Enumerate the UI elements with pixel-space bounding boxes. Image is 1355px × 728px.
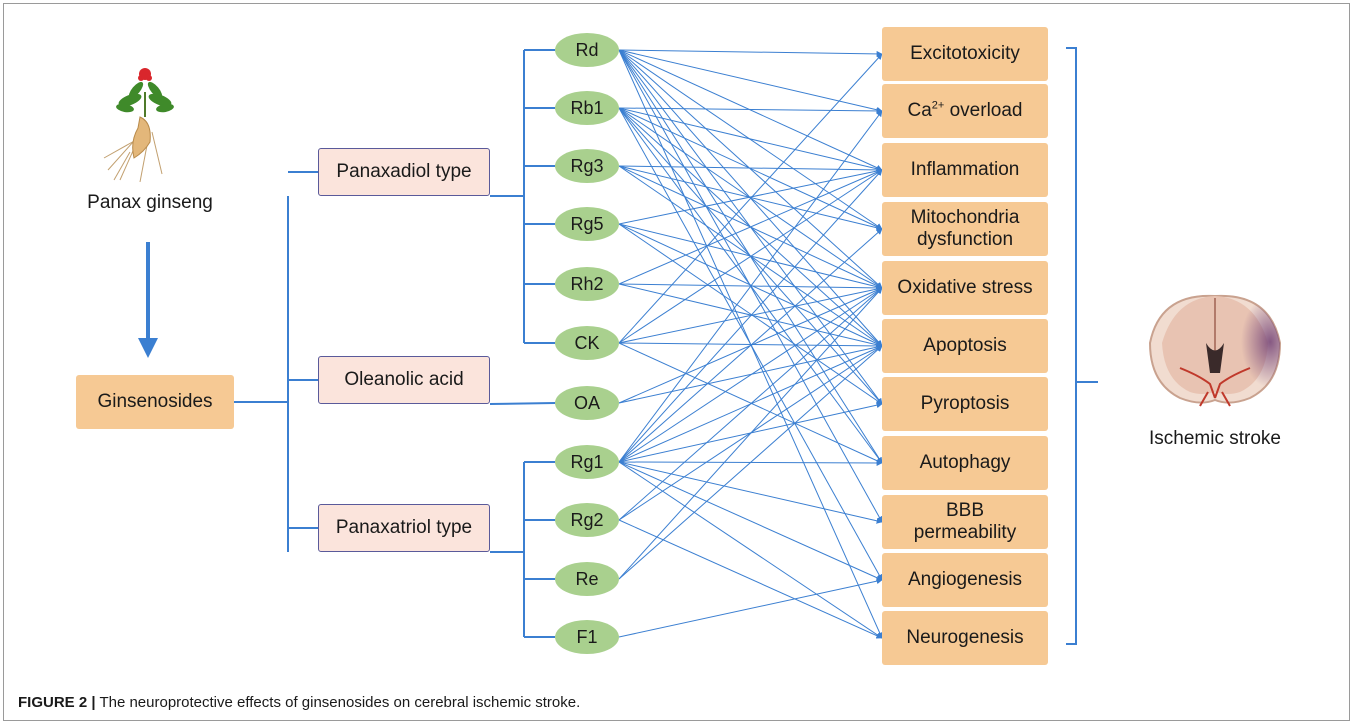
compound-ck: CK <box>555 326 619 360</box>
figure-frame <box>3 3 1350 721</box>
link-ck-8 <box>618 342 883 464</box>
link-rh2-3 <box>618 169 883 285</box>
brain-section-image <box>1140 288 1290 418</box>
root-node: Ginsenosides <box>76 375 234 429</box>
effect-11: Neurogenesis <box>882 611 1048 665</box>
caption-label: FIGURE 2 | <box>18 694 96 711</box>
link-rg1-5 <box>618 287 883 463</box>
compound-rd: Rd <box>555 33 619 67</box>
figure-caption: FIGURE 2 | The neuroprotective effects o… <box>18 694 580 711</box>
compound-rg1: Rg1 <box>555 445 619 479</box>
effect-8: Autophagy <box>882 436 1048 490</box>
source-label: Panax ginseng <box>87 192 213 214</box>
compound-re: Re <box>555 562 619 596</box>
effect-5: Oxidative stress <box>882 261 1048 315</box>
compound-rh2: Rh2 <box>555 267 619 301</box>
link-re-5 <box>618 287 883 580</box>
outcome-label: Ischemic stroke <box>1149 428 1281 450</box>
link-ck-1 <box>618 53 883 344</box>
ginseng-root-image <box>100 62 190 183</box>
link-rg1-4 <box>618 228 883 463</box>
link-ck-3 <box>618 169 883 344</box>
effect-3: Inflammation <box>882 143 1048 197</box>
compound-rg5: Rg5 <box>555 207 619 241</box>
link-f1-10 <box>618 578 883 638</box>
effect-6: Apoptosis <box>882 319 1048 373</box>
effect-1: Excitotoxicity <box>882 27 1048 81</box>
link-rg5-7 <box>618 223 883 405</box>
compound-oa: OA <box>555 386 619 420</box>
link-ck-6 <box>618 342 883 349</box>
link-rg1-2 <box>618 110 883 463</box>
caption-text: The neuroprotective effects of ginsenosi… <box>95 694 581 711</box>
tree-lines <box>234 47 1098 645</box>
link-rb1-3 <box>618 107 883 172</box>
link-rg2-11 <box>618 519 883 639</box>
link-rg1-3 <box>618 169 883 463</box>
effect-2: Ca2+ overload <box>882 84 1048 138</box>
effect-7: Pyroptosis <box>882 377 1048 431</box>
link-rd-2 <box>618 49 883 113</box>
effect-arrows <box>618 49 883 639</box>
link-rg1-10 <box>618 461 883 581</box>
link-rd-1 <box>618 49 883 57</box>
compound-rb1: Rb1 <box>555 91 619 125</box>
link-rg5-3 <box>618 168 883 225</box>
link-rg1-9 <box>618 461 883 524</box>
link-re-6 <box>618 345 883 580</box>
compound-f1: F1 <box>555 620 619 654</box>
link-rb1-2 <box>618 107 883 114</box>
type-node-1: Panaxadiol type <box>318 148 490 196</box>
compound-rg2: Rg2 <box>555 503 619 537</box>
effect-10: Angiogenesis <box>882 553 1048 607</box>
link-rg5-6 <box>618 223 883 347</box>
type-node-2: Oleanolic acid <box>318 356 490 404</box>
type-node-3: Panaxatriol type <box>318 504 490 552</box>
link-rg2-5 <box>618 287 883 521</box>
compound-rg3: Rg3 <box>555 149 619 183</box>
